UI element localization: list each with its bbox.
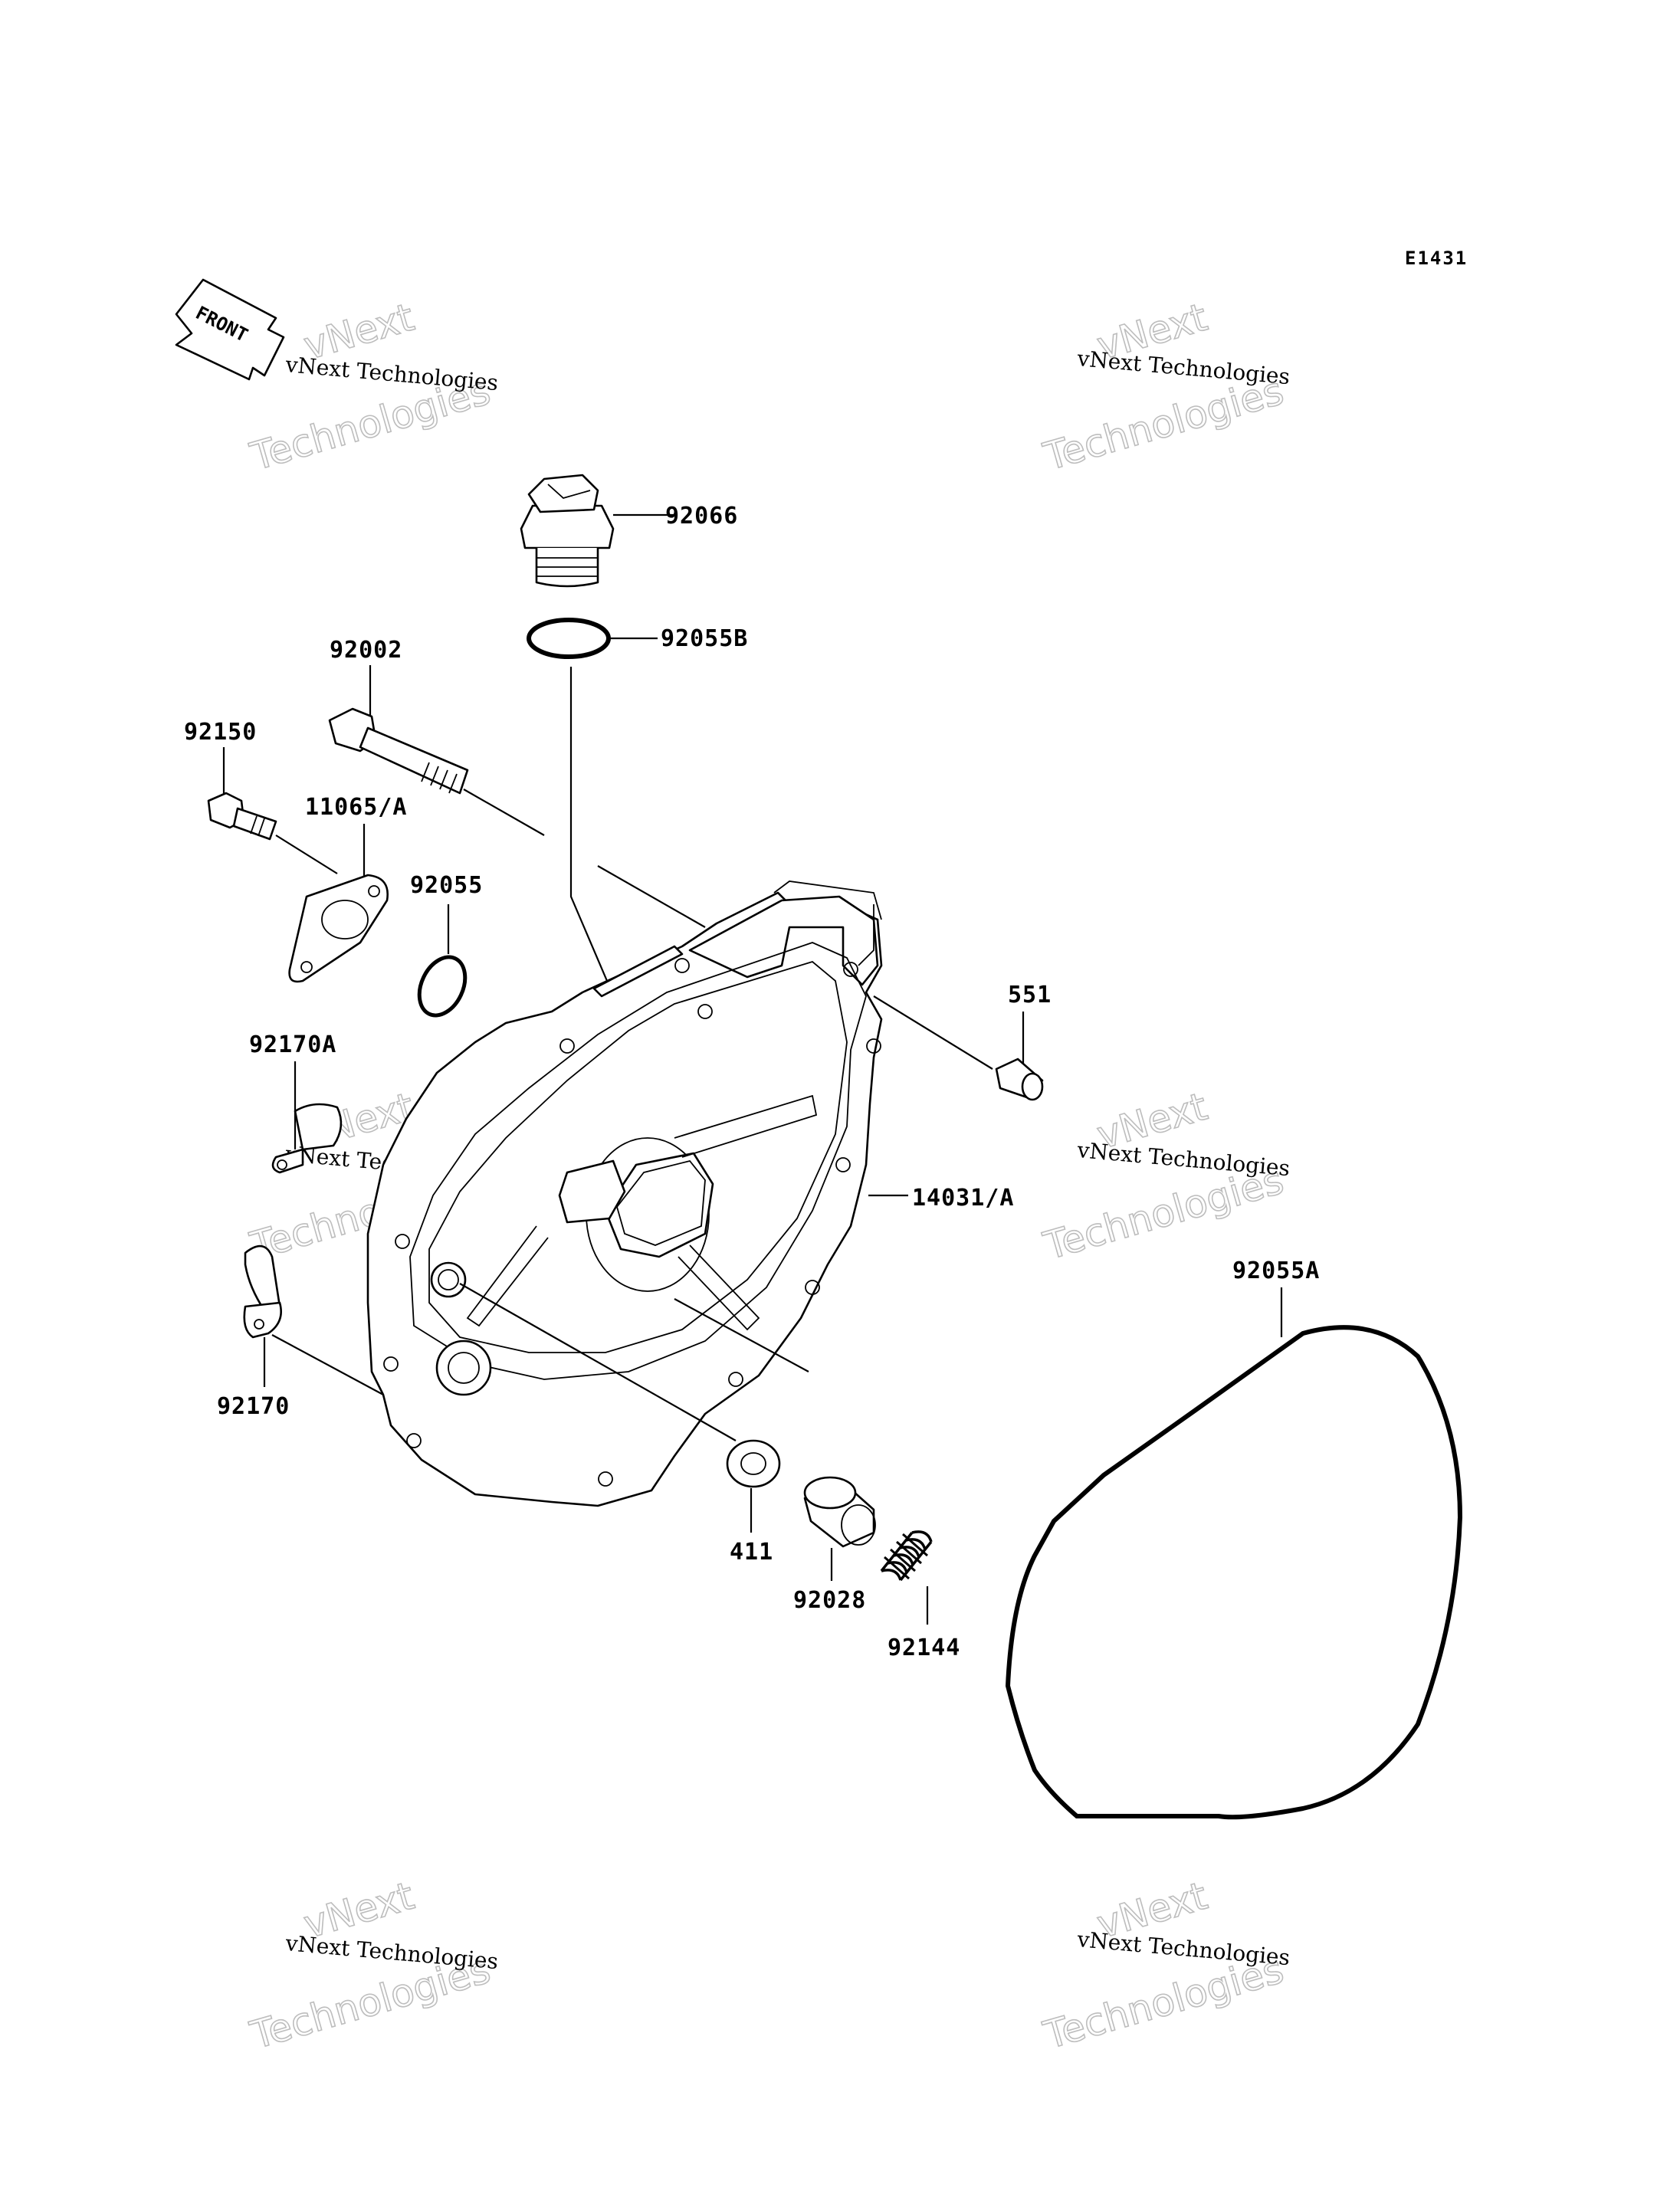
- part-92055A-gasket: [1005, 1325, 1463, 1820]
- label-92170A: 92170A: [249, 1031, 336, 1058]
- svg-text:vNext Technologies: vNext Technologies: [284, 352, 499, 395]
- label-92055A: 92055A: [1232, 1258, 1320, 1284]
- part-92144-spring: [880, 1530, 933, 1582]
- part-92066-oil-plug: [520, 474, 674, 588]
- label-92055: 92055: [410, 872, 483, 899]
- label-92066: 92066: [665, 503, 738, 530]
- label-92028: 92028: [793, 1587, 866, 1614]
- svg-text:vNext Technologies: vNext Technologies: [1075, 1137, 1291, 1181]
- diagram-code: E1431: [1405, 248, 1468, 269]
- part-411-washer: [726, 1439, 781, 1488]
- label-92002: 92002: [330, 637, 402, 664]
- label-411: 411: [730, 1539, 773, 1566]
- part-92150-bolt: [207, 792, 338, 874]
- svg-text:vNext Technologies: vNext Technologies: [284, 1930, 499, 1974]
- label-92170: 92170: [217, 1393, 290, 1420]
- label-11065A: 11065/A: [305, 794, 407, 821]
- label-551: 551: [1008, 982, 1052, 1008]
- svg-text:vNext Technologies: vNext Technologies: [1075, 346, 1291, 389]
- part-92170-clamp: [243, 1244, 384, 1395]
- watermark-top-left: vNext Technologies vNext Technologies: [244, 294, 499, 480]
- watermark-top-right: vNext Technologies vNext Technologies: [1038, 294, 1291, 480]
- label-92150: 92150: [184, 719, 257, 746]
- watermark-bottom-right: vNext Technologies vNext Technologies: [1038, 1873, 1291, 2058]
- label-92144: 92144: [888, 1635, 960, 1661]
- watermark-bottom-left: vNext Technologies vNext Technologies: [244, 1873, 499, 2058]
- part-14031A-cover: [366, 880, 908, 1507]
- part-92055B-o-ring: [527, 618, 611, 659]
- part-92002-bolt: [328, 707, 706, 928]
- part-92028-bushing: [803, 1476, 876, 1548]
- part-551-dowel-pin: [873, 995, 1044, 1101]
- front-arrow-icon: FRONT: [175, 278, 285, 381]
- svg-text:vNext Technologies: vNext Technologies: [1075, 1926, 1291, 1970]
- watermark-mid-right: vNext Technologies vNext Technologies: [1038, 1084, 1291, 1269]
- part-11065A-cap-cover: [288, 874, 389, 983]
- part-92170A-clamp: [271, 1103, 343, 1174]
- label-14031A: 14031/A: [912, 1185, 1014, 1212]
- part-92055-o-ring: [417, 955, 468, 1018]
- label-92055B: 92055B: [661, 625, 748, 652]
